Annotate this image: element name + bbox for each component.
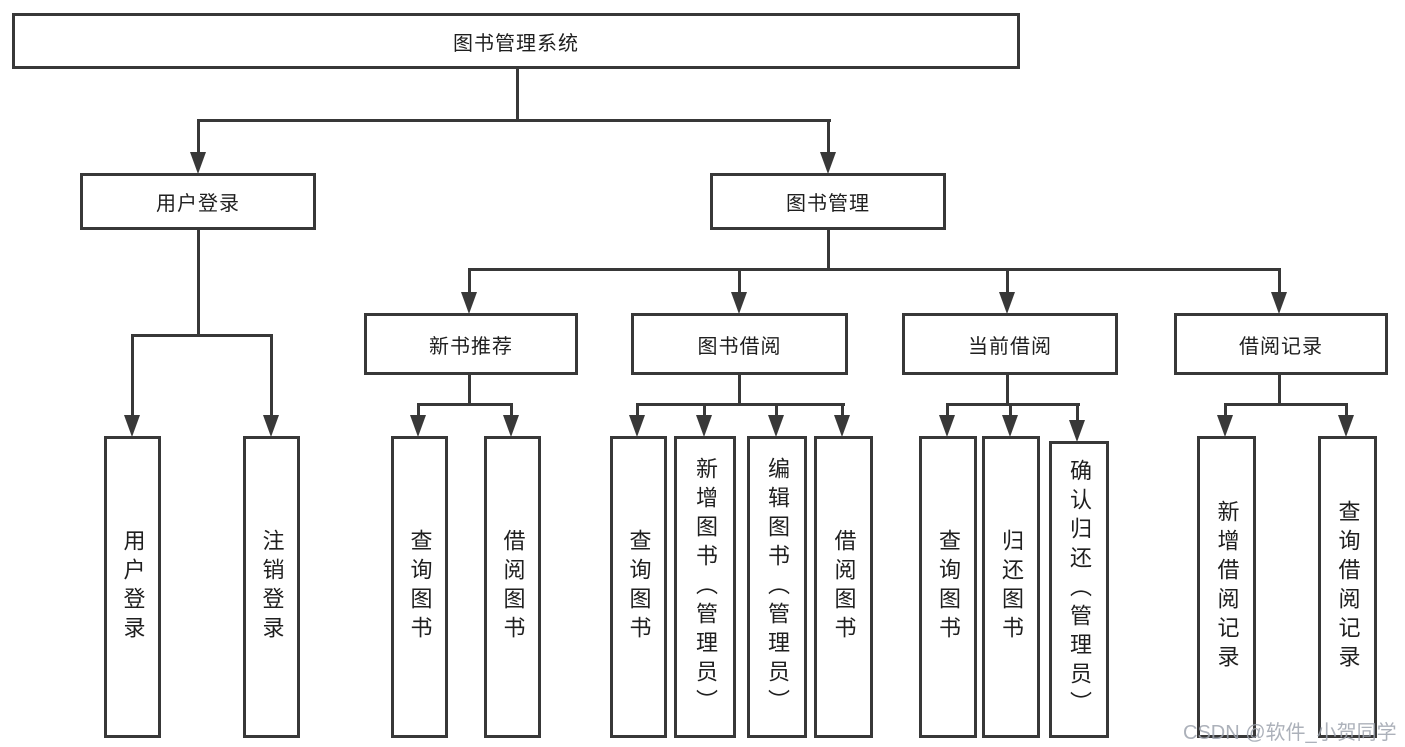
leaf-borrow-books-recommend-label: 借阅图书 (500, 529, 526, 645)
leaf-query-books-borrow: 查询图书 (610, 436, 667, 738)
arrow-down-icon (1217, 415, 1233, 437)
leaf-logout-label: 注销登录 (259, 529, 285, 645)
leaf-borrow-books-label: 借阅图书 (831, 529, 857, 645)
arrow-down-icon (999, 292, 1015, 314)
connector-line (1006, 268, 1009, 295)
connector-line (703, 403, 706, 417)
arrow-down-icon (834, 415, 850, 437)
leaf-query-books-current-label: 查询图书 (936, 529, 961, 645)
leaf-confirm-return-admin: 确认归还（管理员） (1049, 441, 1109, 738)
leaf-query-borrow-record: 查询借阅记录 (1318, 436, 1377, 738)
arrow-down-icon (190, 152, 206, 174)
csdn-watermark: CSDN @软件_小贺同学 (1183, 722, 1397, 744)
leaf-borrow-books: 借阅图书 (814, 436, 873, 738)
leaf-add-books-admin: 新增图书（管理员） (674, 436, 736, 738)
connector-line (197, 229, 200, 336)
connector-line (775, 403, 778, 417)
leaf-query-books-borrow-label: 查询图书 (626, 529, 652, 645)
connector-line (270, 334, 273, 417)
leaf-return-books-label: 归还图书 (999, 529, 1024, 645)
node-book-borrow: 图书借阅 (631, 313, 848, 375)
leaf-return-books: 归还图书 (982, 436, 1040, 738)
node-root-system: 图书管理系统 (12, 13, 1020, 69)
arrow-down-icon (731, 292, 747, 314)
arrow-down-icon (1002, 415, 1018, 437)
connector-line (197, 119, 831, 122)
connector-line (827, 229, 830, 271)
leaf-edit-books-admin: 编辑图书（管理员） (747, 436, 807, 738)
arrow-down-icon (124, 415, 140, 437)
arrow-down-icon (939, 415, 955, 437)
arrow-down-icon (1271, 292, 1287, 314)
connector-line (1278, 268, 1281, 295)
connector-line (468, 268, 1281, 271)
arrow-down-icon (410, 415, 426, 437)
node-borrow-records-label: 借阅记录 (1239, 335, 1323, 358)
node-borrow-records: 借阅记录 (1174, 313, 1388, 375)
connector-line (946, 403, 1080, 406)
arrow-down-icon (1338, 415, 1354, 437)
arrow-down-icon (461, 292, 477, 314)
connector-line (636, 403, 639, 417)
node-new-book-recommend: 新书推荐 (364, 313, 578, 375)
connector-line (1345, 403, 1348, 417)
leaf-query-books-recommend: 查询图书 (391, 436, 448, 738)
node-user-login-label: 用户登录 (156, 193, 240, 215)
leaf-edit-books-admin-label: 编辑图书（管理员） (765, 456, 790, 718)
connector-line (417, 403, 420, 417)
arrow-down-icon (263, 415, 279, 437)
connector-line (468, 268, 471, 295)
leaf-confirm-return-admin-label: 确认归还（管理员） (1067, 459, 1092, 720)
node-book-borrow-label: 图书借阅 (697, 335, 782, 358)
connector-line (1224, 403, 1227, 417)
leaf-user-login: 用户登录 (104, 436, 161, 738)
node-root-label: 图书管理系统 (453, 32, 579, 55)
leaf-add-borrow-record-label: 新增借阅记录 (1214, 500, 1240, 674)
connector-line (468, 375, 471, 406)
connector-line (131, 334, 273, 337)
node-book-management-label: 图书管理 (786, 193, 870, 215)
connector-line (510, 403, 513, 417)
leaf-query-borrow-record-label: 查询借阅记录 (1335, 500, 1361, 674)
connector-line (197, 119, 200, 155)
arrow-down-icon (768, 415, 784, 437)
connector-line (1278, 375, 1281, 406)
connector-line (636, 403, 845, 406)
connector-line (1009, 403, 1012, 417)
connector-line (417, 403, 513, 406)
leaf-query-books-current: 查询图书 (919, 436, 977, 738)
leaf-user-login-label: 用户登录 (120, 529, 146, 645)
connector-line (131, 334, 134, 417)
leaf-add-books-admin-label: 新增图书（管理员） (693, 456, 718, 718)
arrow-down-icon (1069, 420, 1085, 442)
arrow-down-icon (820, 152, 836, 174)
connector-line (1224, 403, 1348, 406)
leaf-borrow-books-recommend: 借阅图书 (484, 436, 541, 738)
connector-line (841, 403, 844, 417)
leaf-logout: 注销登录 (243, 436, 300, 738)
arrow-down-icon (629, 415, 645, 437)
connector-line (738, 375, 741, 406)
connector-line (516, 69, 519, 120)
node-new-book-recommend-label: 新书推荐 (429, 335, 513, 358)
connector-line (946, 403, 949, 417)
node-user-login: 用户登录 (80, 173, 316, 230)
arrow-down-icon (503, 415, 519, 437)
leaf-query-books-recommend-label: 查询图书 (407, 529, 433, 645)
node-current-borrow: 当前借阅 (902, 313, 1118, 375)
connector-line (738, 268, 741, 295)
leaf-add-borrow-record: 新增借阅记录 (1197, 436, 1256, 738)
connector-line (1076, 403, 1079, 422)
node-current-borrow-label: 当前借阅 (968, 335, 1052, 358)
node-book-management: 图书管理 (710, 173, 946, 230)
connector-line (827, 119, 830, 155)
arrow-down-icon (696, 415, 712, 437)
connector-line (1006, 375, 1009, 406)
